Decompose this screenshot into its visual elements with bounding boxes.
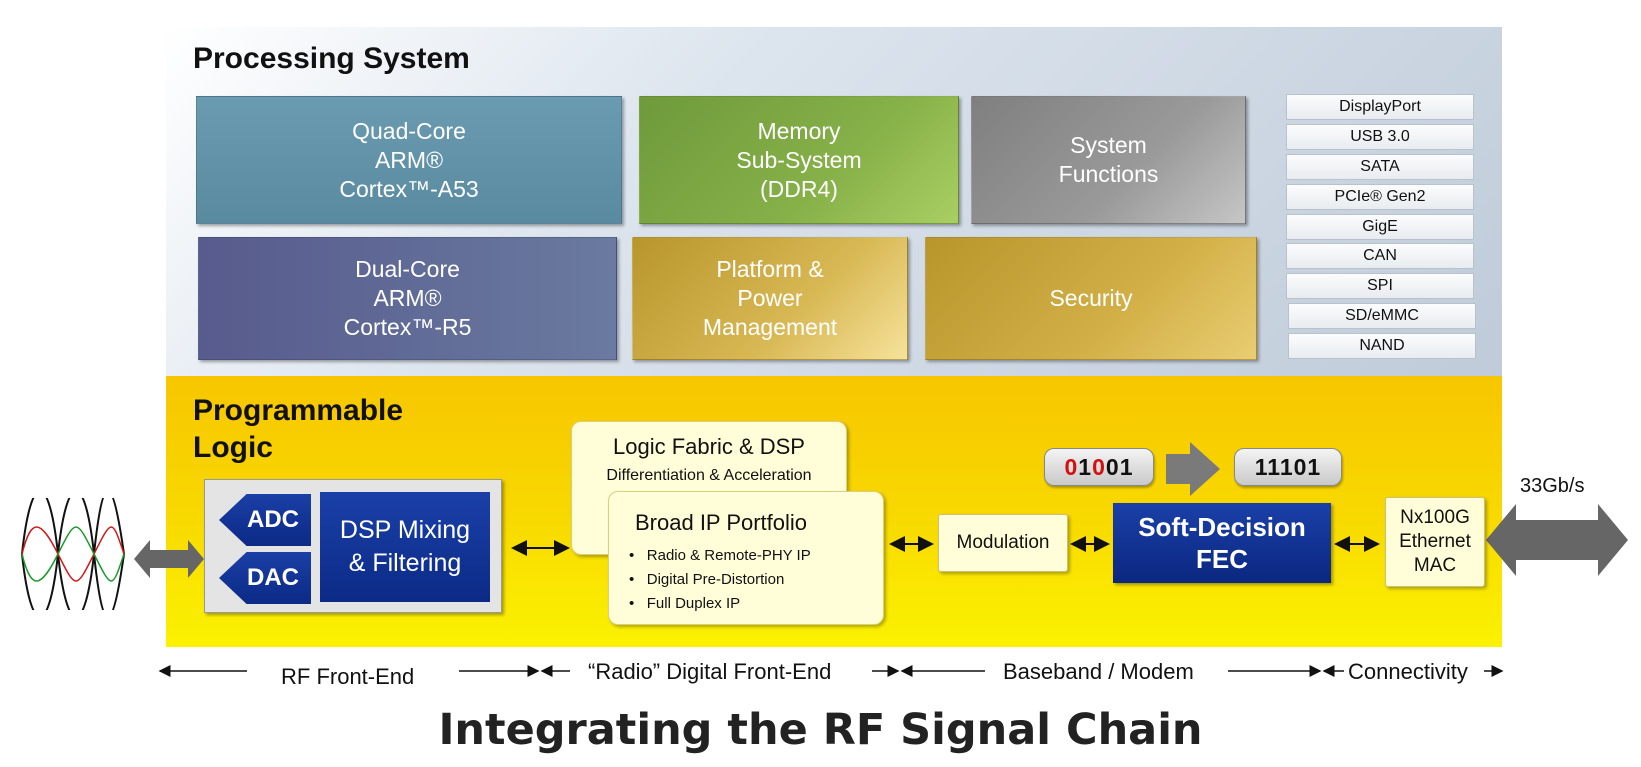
stage-radio-front-end: “Radio” Digital Front-End [588, 659, 832, 684]
page-title: Integrating the RF Signal Chain [438, 705, 1203, 755]
peripheral-pcie: PCIe® Gen2 [1286, 184, 1474, 210]
list-item: • Full Duplex IP [629, 595, 741, 612]
ip-portfolio-title: Broad IP Portfolio [635, 510, 808, 535]
stage-baseband-modem: Baseband / Modem [1003, 659, 1194, 684]
quad-core-a53-block: Quad-Core ARM® Cortex™-A53 [196, 96, 622, 224]
peripheral-usb: USB 3.0 [1286, 124, 1474, 150]
programmable-logic-title-line1: Programmable [193, 394, 404, 427]
rate-double-arrow-icon [1486, 504, 1628, 576]
memory-subsystem-block: Memory Sub-System (DDR4) [639, 96, 959, 224]
peripheral-displayport: DisplayPort [1286, 94, 1474, 120]
security-block: Security [925, 237, 1257, 360]
converter-group: ADC DAC DSP Mixing & Filtering [204, 479, 502, 613]
rf-waveform-icon [21, 498, 125, 610]
peripheral-can: CAN [1286, 243, 1474, 269]
programmable-logic-title-line2: Logic [193, 431, 273, 464]
processing-system-title: Processing System [193, 42, 470, 75]
list-item: • Digital Pre-Distortion [629, 571, 785, 588]
peripheral-sata: SATA [1286, 154, 1474, 180]
adc-block: ADC [219, 494, 311, 546]
peripheral-gige: GigE [1286, 214, 1474, 240]
logic-fabric-subtitle: Differentiation & Acceleration [606, 467, 812, 484]
peripheral-sdemmc: SD/eMMC [1288, 303, 1476, 329]
peripheral-spi: SPI [1286, 273, 1474, 299]
platform-power-block: Platform & Power Management [632, 237, 908, 360]
list-item: • Radio & Remote-PHY IP [629, 547, 811, 564]
peripheral-nand: NAND [1288, 333, 1476, 359]
stage-connectivity: Connectivity [1348, 659, 1468, 684]
dac-block: DAC [219, 552, 311, 604]
modulation-block: Modulation [938, 514, 1068, 572]
rf-input-arrow-icon [134, 540, 204, 578]
logic-fabric-title: Logic Fabric & DSP [613, 434, 805, 459]
rate-label: 33Gb/s [1520, 475, 1585, 497]
ip-portfolio-card: Broad IP Portfolio • Radio & Remote-PHY … [608, 491, 884, 625]
ip-portfolio-list: • Radio & Remote-PHY IP • Digital Pre-Di… [629, 544, 811, 616]
ethernet-mac-block: Nx100G Ethernet MAC [1385, 497, 1485, 587]
stage-rf-front-end: RF Front-End [281, 664, 415, 689]
system-functions-block: System Functions [971, 96, 1246, 224]
soft-decision-fec-block: Soft-Decision FEC [1113, 503, 1331, 583]
dual-core-r5-block: Dual-Core ARM® Cortex™-R5 [198, 237, 617, 360]
dsp-mixing-block: DSP Mixing & Filtering [320, 492, 490, 602]
output-bits-capsule: 11101 [1234, 448, 1342, 486]
decode-arrow-icon [1166, 442, 1220, 496]
